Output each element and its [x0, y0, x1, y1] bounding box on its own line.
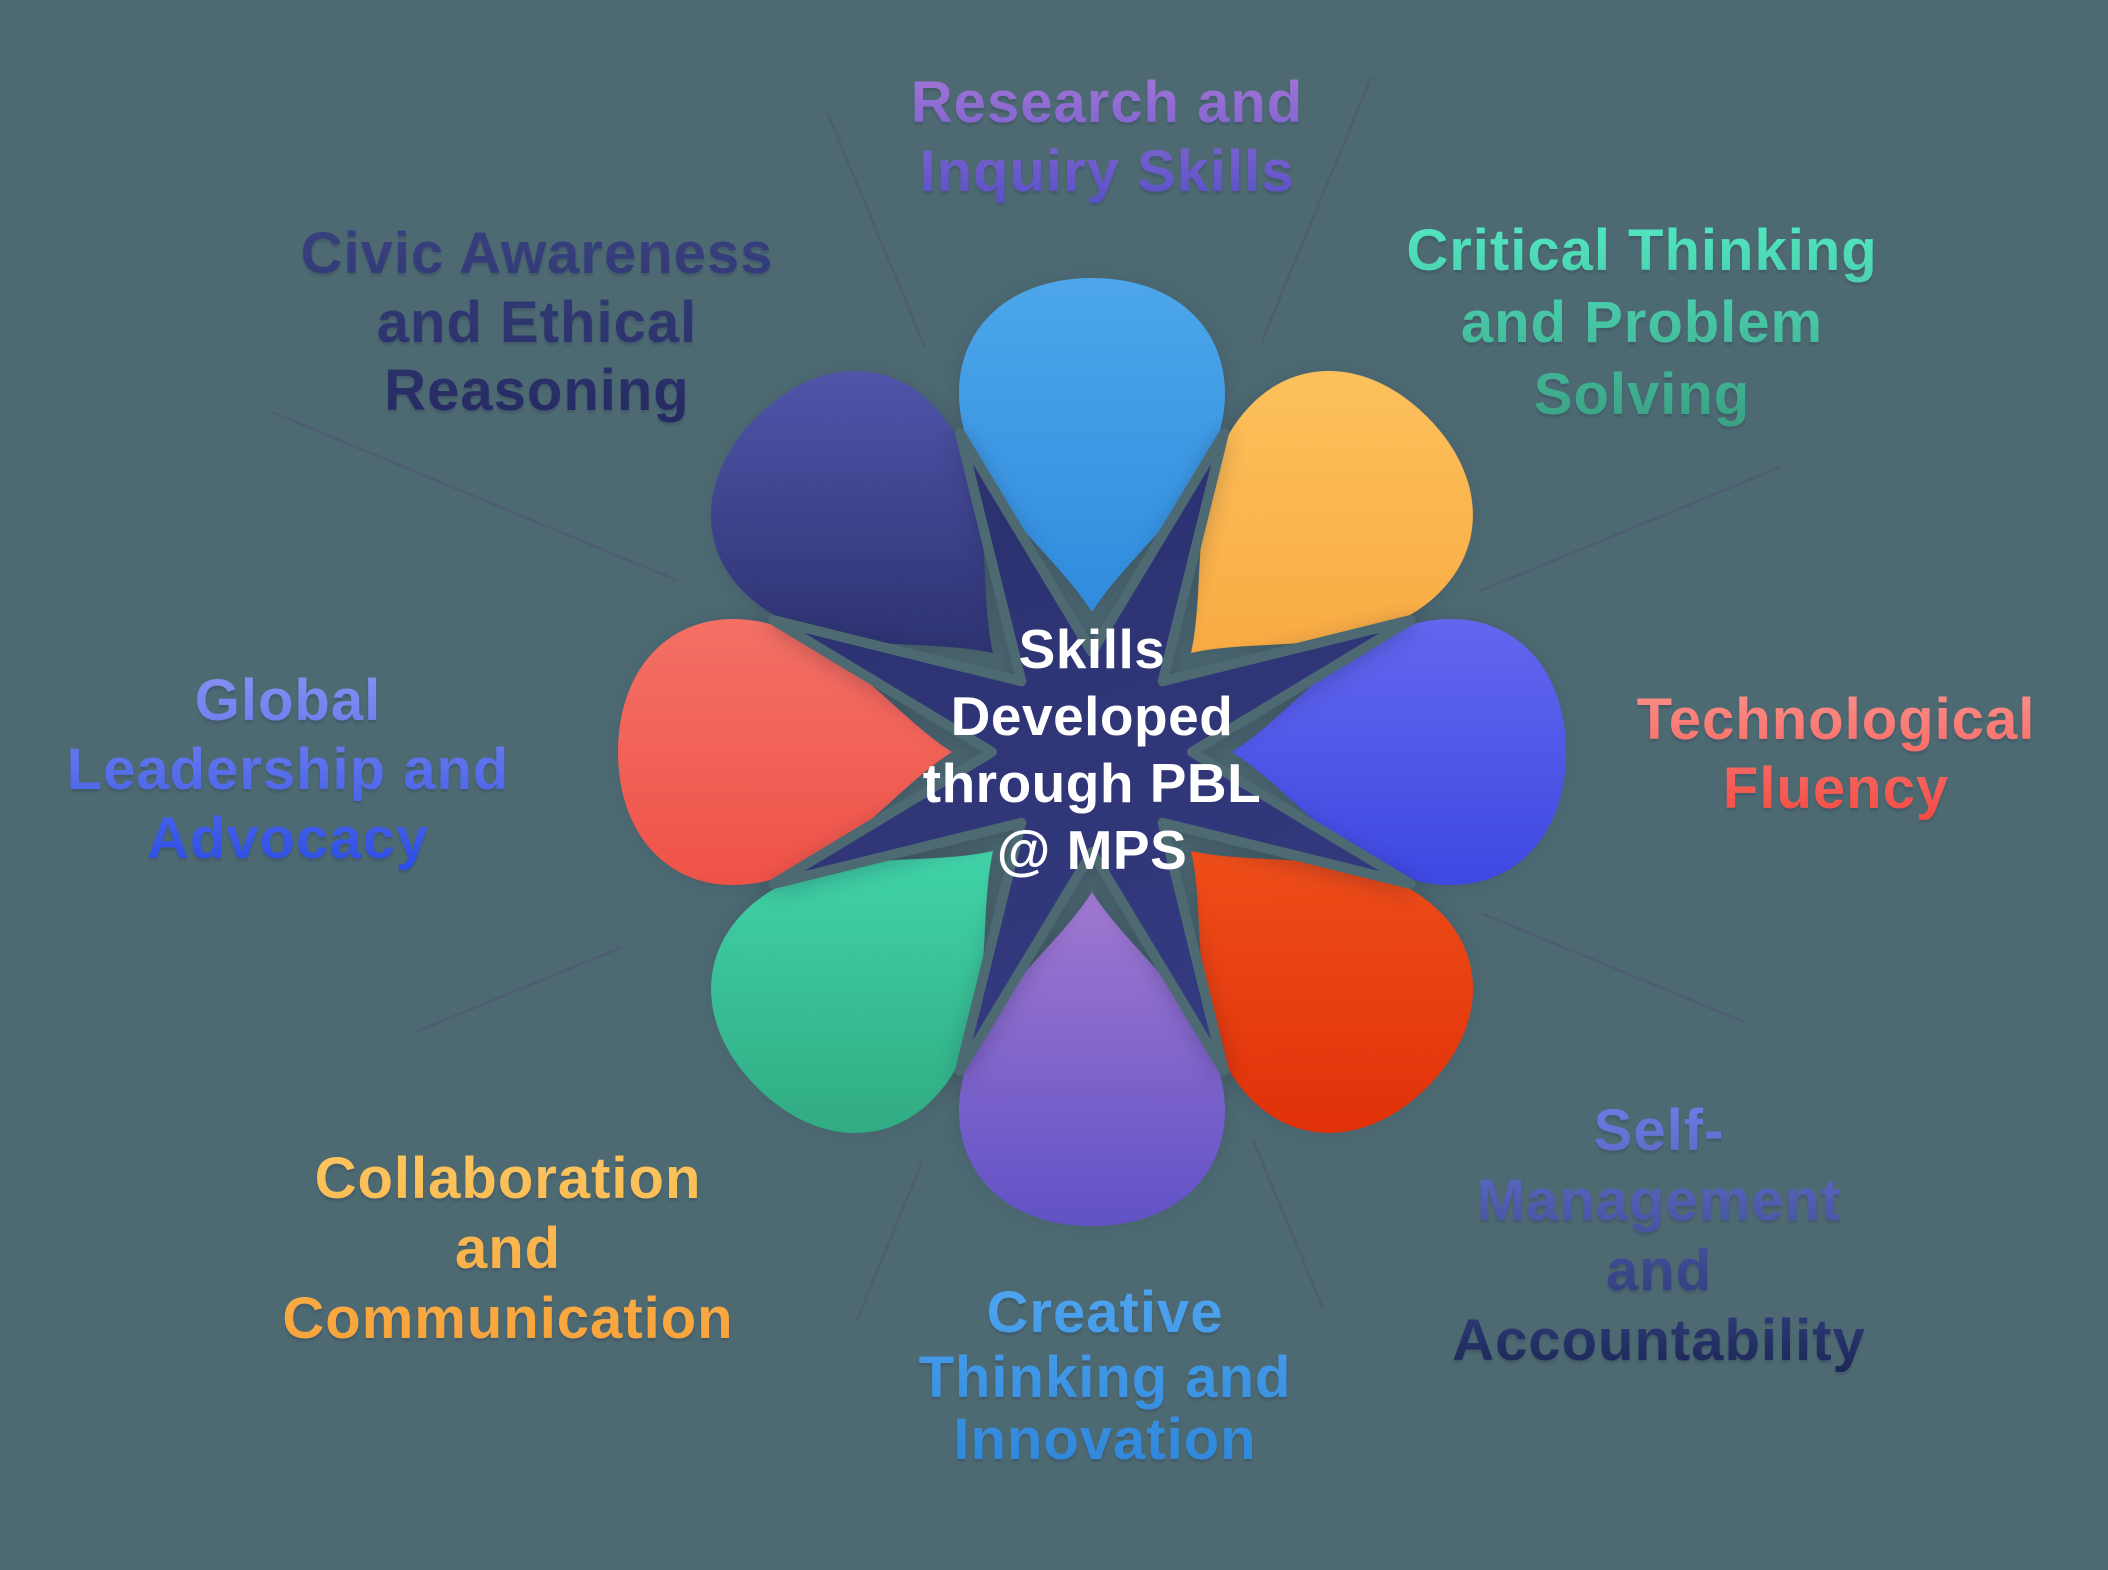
label-line: and	[1606, 1238, 1712, 1303]
label-line: Reasoning	[384, 358, 690, 423]
label-line: Collaboration	[315, 1146, 702, 1211]
center-text-line: through PBL	[923, 752, 1261, 814]
label-line: Thinking and	[919, 1345, 1292, 1410]
label-line: Technological	[1637, 687, 2036, 752]
label-line: Leadership and	[67, 737, 510, 802]
label-line: Accountability	[1452, 1308, 1866, 1373]
flower	[618, 278, 1566, 1226]
label-research-inquiry: Research and Inquiry Skills	[911, 70, 1303, 204]
connector-line-ssw	[855, 1160, 924, 1322]
label-line: Communication	[282, 1286, 733, 1351]
center-text-line: Skills	[1019, 618, 1166, 680]
connector-line-ene	[1478, 466, 1780, 593]
label-line: Management	[1477, 1168, 1842, 1233]
label-line: Solving	[1534, 362, 1750, 427]
label-technological-fluency: Technological Fluency	[1637, 687, 2036, 821]
label-collaboration: Collaboration and Communication	[282, 1146, 733, 1351]
label-line: Advocacy	[147, 806, 429, 871]
connector-line-wsw	[416, 946, 622, 1033]
label-line: Self-	[1594, 1098, 1725, 1163]
center-text-line: Developed	[951, 685, 1234, 747]
label-line: Inquiry Skills	[920, 139, 1295, 204]
label-line: and Problem	[1461, 290, 1823, 355]
label-critical-thinking: Critical Thinking and Problem Solving	[1406, 218, 1877, 427]
center-text-line: @ MPS	[997, 819, 1188, 881]
connector-line-nne	[1260, 76, 1373, 343]
label-line: Critical Thinking	[1406, 218, 1877, 283]
skill-labels: Research and Inquiry Skills Critical Thi…	[67, 70, 2036, 1472]
label-line: Fluency	[1723, 756, 1949, 821]
center-star	[768, 428, 1416, 1076]
label-line: Research and	[911, 70, 1303, 135]
label-line: Creative	[987, 1280, 1224, 1345]
label-line: and Ethical	[377, 290, 697, 355]
label-line: Innovation	[953, 1407, 1256, 1472]
label-line: Global	[195, 668, 381, 733]
connector-line-nnw	[826, 112, 926, 347]
connector-line-wnw	[272, 411, 678, 582]
connector-line-ese	[1481, 912, 1746, 1024]
label-self-management: Self- Management and Accountability	[1452, 1098, 1866, 1373]
label-line: and	[455, 1216, 561, 1281]
label-line: Civic Awareness	[301, 221, 774, 286]
center-text: Skills Developed through PBL @ MPS	[923, 618, 1261, 881]
label-creative-thinking: Creative Thinking and Innovation	[919, 1280, 1292, 1472]
connector-lines	[272, 76, 1780, 1322]
connector-line-sse	[1251, 1138, 1324, 1308]
label-global-leadership: Global Leadership and Advocacy	[67, 668, 510, 871]
label-civic-awareness: Civic Awareness and Ethical Reasoning	[301, 221, 774, 423]
